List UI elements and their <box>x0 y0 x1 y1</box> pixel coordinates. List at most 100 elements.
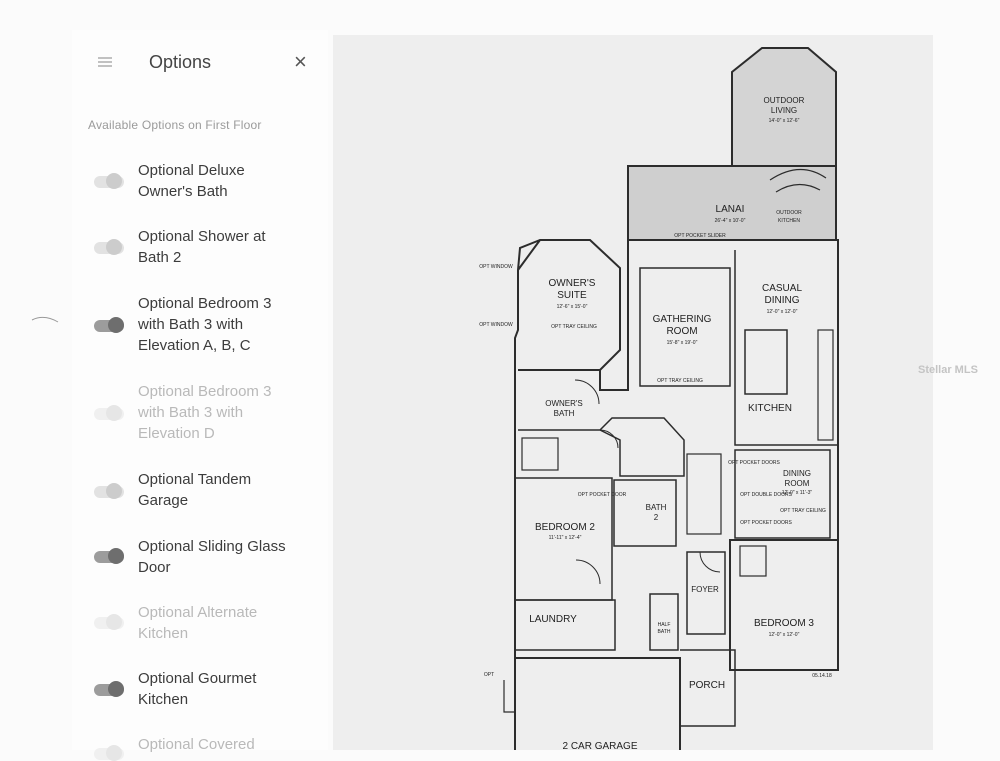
room-label: DINING <box>783 469 811 478</box>
option-label-line: Optional Bedroom 3 <box>138 295 272 312</box>
room-label: LAUNDRY <box>529 614 577 625</box>
option-label-line: Elevation D <box>138 425 215 442</box>
option-label-line: Bath 2 <box>138 249 182 266</box>
option-label: Optional Bedroom 3 with Bath 3 with Elev… <box>138 381 308 444</box>
room-label: OUTDOOR <box>764 96 805 105</box>
room-dims: 15'-8" x 19'-0" <box>667 340 698 346</box>
room-label: HALF <box>658 622 671 628</box>
panel-header: Options × <box>72 44 328 84</box>
option-label: Optional Deluxe Owner's Bath <box>138 160 308 202</box>
room-label: GATHERING <box>653 314 712 325</box>
option-label: Optional Gourmet Kitchen <box>138 668 308 710</box>
scan-artifact <box>31 316 59 323</box>
option-label: Optional Alternate Kitchen <box>138 602 308 644</box>
room-label: FOYER <box>691 585 719 594</box>
plan-note: OPT WINDOW <box>479 264 513 270</box>
option-label: Optional Sliding Glass Door <box>138 536 308 578</box>
toggle-switch[interactable] <box>94 548 124 564</box>
option-label-line: Optional Deluxe <box>138 162 245 179</box>
room-label: PORCH <box>689 680 725 691</box>
room-label: OUTDOOR <box>776 210 802 216</box>
toggle-knob <box>106 405 122 421</box>
plan-note: OPT TRAY CEILING <box>657 378 703 384</box>
plan-note: OPT TRAY CEILING <box>551 324 597 330</box>
room-label: ROOM <box>785 479 810 488</box>
lanai-area <box>627 165 837 241</box>
toggle-switch[interactable] <box>94 483 124 499</box>
option-label-line: Owner's Bath <box>138 183 228 200</box>
options-panel: Options × Available Options on First Flo… <box>72 30 328 761</box>
option-label-line: with Bath 3 with <box>138 316 244 333</box>
room-label: ROOM <box>666 326 697 337</box>
option-label-line: Optional Gourmet <box>138 670 257 687</box>
toggle-knob <box>106 173 122 189</box>
plan-note: OPT POCKET DOORS <box>728 460 780 466</box>
plan-note: OPT DOUBLE DOORS <box>740 492 793 498</box>
toggle-knob <box>108 317 124 333</box>
room-label: KITCHEN <box>748 403 792 414</box>
option-label-line: Optional Tandem <box>138 471 252 488</box>
room-label: 2 CAR GARAGE <box>562 741 637 750</box>
room-label: SUITE <box>557 290 587 301</box>
room-dims: 14'-0" x 12'-6" <box>769 118 800 124</box>
plan-note: OPT WINDOW <box>479 322 513 328</box>
room-label: BATH <box>554 409 575 418</box>
room-label: CASUAL <box>762 283 802 294</box>
room-label: OWNER'S <box>549 278 596 289</box>
option-label-line: Kitchen <box>138 625 189 642</box>
room-dims: 12'-0" x 12'-0" <box>767 309 798 315</box>
watermark: Stellar MLS <box>918 364 978 376</box>
room-dims: 12'-6" x 15'-0" <box>557 304 588 310</box>
room-label: 2 <box>654 513 659 522</box>
option-label-line: Kitchen <box>138 691 189 708</box>
plan-date: 05.14.18 <box>812 673 832 679</box>
toggle-switch[interactable] <box>94 614 124 630</box>
plan-note: OPT TRAY CEILING <box>780 508 826 514</box>
toggle-knob <box>106 483 122 499</box>
option-label-line: Optional Sliding Glass <box>138 538 286 555</box>
room-label: KITCHEN <box>778 218 800 224</box>
room-dims: 11'-11" x 12'-4" <box>549 535 582 541</box>
outdoor-living-area <box>731 47 837 178</box>
menu-icon[interactable] <box>98 57 112 67</box>
toggle-switch[interactable] <box>94 405 124 421</box>
room-label: BEDROOM 2 <box>535 522 595 533</box>
toggle-knob <box>106 745 122 761</box>
option-label-line: Optional Covered <box>138 736 255 753</box>
option-label-line: Door <box>138 559 171 576</box>
option-label: Optional Bedroom 3 with Bath 3 with Elev… <box>138 293 308 356</box>
plan-note: OPT POCKET SLIDER <box>674 233 726 239</box>
toggle-knob <box>106 239 122 255</box>
plan-note: OPT POCKET DOORS <box>740 520 792 526</box>
toggle-knob <box>106 614 122 630</box>
panel-title: Options <box>149 52 212 72</box>
option-label-line: Optional Alternate <box>138 604 258 621</box>
toggle-knob <box>108 681 124 697</box>
room-dims: 12'-0" x 11'-3" <box>782 490 813 496</box>
option-label-line: Garage <box>138 492 189 509</box>
toggle-knob <box>108 548 124 564</box>
toggle-switch[interactable] <box>94 239 124 255</box>
option-label-line: Optional Shower at <box>138 228 266 245</box>
floor-plan-drawing: OUTDOOR LIVING 14'-0" x 12'-6" LANAI 26'… <box>479 47 839 750</box>
plan-note: OPT <box>484 672 494 678</box>
option-label-line: Optional Bedroom 3 <box>138 383 272 400</box>
option-label: Optional Tandem Garage <box>138 469 308 511</box>
room-label: LANAI <box>716 204 745 215</box>
toggle-switch[interactable] <box>94 173 124 189</box>
option-label: Optional Shower at Bath 2 <box>138 226 308 268</box>
room-label: BATH <box>646 503 667 512</box>
option-label-line: with Bath 3 with <box>138 404 244 421</box>
option-label-line: Elevation A, B, C <box>138 337 251 354</box>
room-label: LIVING <box>771 106 797 115</box>
toggle-switch[interactable] <box>94 681 124 697</box>
option-label: Optional Covered <box>138 734 308 755</box>
toggle-switch[interactable] <box>94 317 124 333</box>
room-dims: 12'-0" x 12'-0" <box>769 632 800 638</box>
room-label: DINING <box>765 295 800 306</box>
floor-plan-image: OUTDOOR LIVING 14'-0" x 12'-6" LANAI 26'… <box>333 35 933 750</box>
options-subtitle: Available Options on First Floor <box>88 118 262 132</box>
room-label: OWNER'S <box>545 399 583 408</box>
close-button[interactable]: × <box>294 49 307 74</box>
plan-note: OPT POCKET DOOR <box>578 492 627 498</box>
